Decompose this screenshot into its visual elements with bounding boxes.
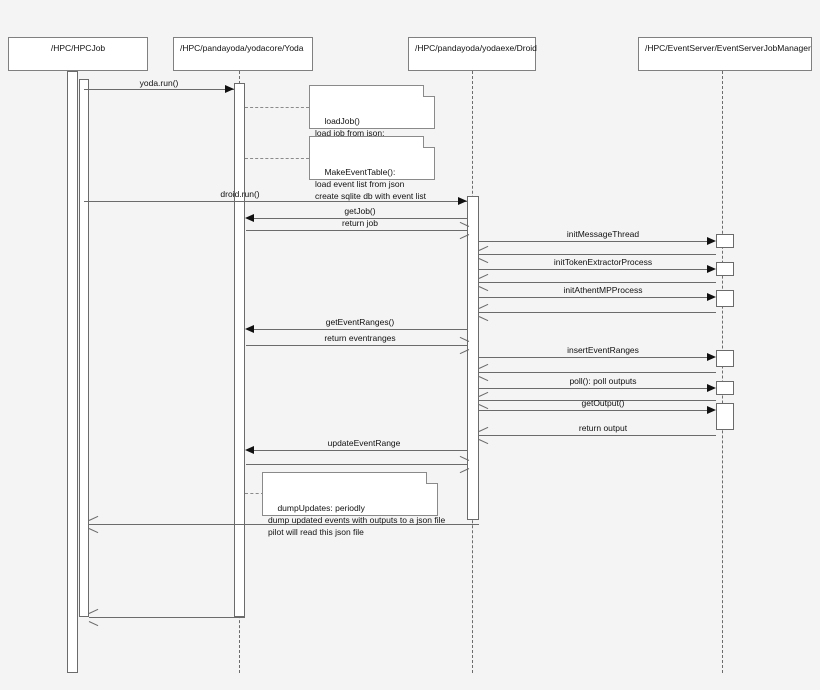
message-line-droid-return-hpcjob	[89, 524, 479, 525]
lifeline-head-droid[interactable]: /HPC/pandayoda/yodaexe/Droid	[408, 37, 537, 71]
message-label-return-output: return output	[578, 423, 628, 433]
message-label-getoutput: getOutput()	[581, 398, 625, 408]
note-dogear-icon	[423, 136, 435, 148]
lifeline-head-hpcjob-label: /HPC/HPCJob	[50, 43, 106, 53]
arrow-head-return-output	[479, 431, 488, 440]
message-label-return-eventranges: return eventranges	[324, 333, 396, 343]
arrow-head-yoda-run	[225, 84, 234, 93]
message-label-inittokenextractorprocess: initTokenExtractorProcess	[553, 257, 653, 267]
message-label-getjob: getJob()	[344, 206, 376, 216]
arrow-head-yoda-return-hpcjob	[89, 613, 98, 622]
lifeline-head-eventserver[interactable]: /HPC/EventServer/EventServerJobManager	[638, 37, 812, 71]
lifeline-head-yoda[interactable]: /HPC/pandayoda/yodacore/Yoda	[173, 37, 313, 71]
message-label-droid-run: droid.run()	[220, 189, 260, 199]
activation-hpcjob	[67, 71, 78, 673]
arrow-head-return-job	[459, 226, 468, 235]
note-anchor-loadjob	[245, 107, 309, 108]
arrow-head-geteventranges	[245, 324, 254, 333]
note-anchor-makeeventtable	[245, 158, 309, 159]
message-line-droid-run	[84, 201, 467, 202]
arrow-head-updateeventrange	[245, 445, 254, 454]
message-line-getoutput	[479, 410, 707, 411]
message-label-geteventranges: getEventRanges()	[325, 317, 395, 327]
arrow-head-inittokenextractorprocess-return	[479, 278, 488, 287]
message-line-poll-return	[479, 400, 716, 401]
message-line-yoda-return-hpcjob	[89, 617, 245, 618]
arrow-head-inittokenextractorprocess	[707, 264, 716, 273]
arrow-head-droid-run	[458, 196, 467, 205]
message-line-inittokenextractorprocess-return	[479, 282, 716, 283]
activation-droid	[467, 196, 479, 520]
message-line-inserteventranges-return	[479, 372, 716, 373]
arrow-head-poll	[707, 383, 716, 392]
message-line-return-eventranges	[246, 345, 467, 346]
activation-eventserver-5	[716, 381, 734, 395]
message-line-return-job	[246, 230, 467, 231]
arrow-head-droid-return-hpcjob	[89, 520, 98, 529]
lifeline-head-eventserver-label: /HPC/EventServer/EventServerJobManager	[645, 43, 811, 53]
message-line-updateeventrange-return	[246, 464, 467, 465]
message-line-initathentmpprocess-return	[479, 312, 716, 313]
arrow-head-initmessagethread-return	[479, 250, 488, 259]
lifeline-head-hpcjob[interactable]: /HPC/HPCJob	[8, 37, 148, 71]
arrow-head-return-eventranges	[459, 341, 468, 350]
activation-eventserver-4	[716, 350, 734, 367]
note-makeeventtable: MakeEventTable(): load event list from j…	[309, 136, 435, 201]
message-line-return-output	[479, 435, 716, 436]
activation-eventserver-3	[716, 290, 734, 307]
note-dumpupdates: dumpUpdates: periodly dump updated event…	[262, 472, 445, 537]
activation-yoda	[234, 83, 245, 617]
message-label-updateeventrange: updateEventRange	[327, 438, 401, 448]
arrow-head-inserteventranges	[707, 352, 716, 361]
lifeline-head-droid-label: /HPC/pandayoda/yodaexe/Droid	[415, 43, 537, 53]
activation-eventserver-2	[716, 262, 734, 276]
message-line-inittokenextractorprocess	[479, 269, 707, 270]
message-line-yoda-run	[84, 89, 234, 90]
message-label-yoda-run: yoda.run()	[139, 78, 179, 88]
message-label-return-job: return job	[342, 218, 378, 228]
note-loadjob: loadJob() load job from json:	[309, 85, 435, 138]
lifeline-eventserver	[722, 71, 723, 673]
message-line-poll	[479, 388, 707, 389]
arrow-head-updateeventrange-return	[459, 460, 468, 469]
activation-eventserver-6	[716, 403, 734, 430]
message-line-initmessagethread	[479, 241, 707, 242]
arrow-head-initathentmpprocess	[707, 292, 716, 301]
message-line-geteventranges	[252, 329, 467, 330]
arrow-head-poll-return	[479, 396, 488, 405]
note-loadjob-text: loadJob() load job from json:	[315, 115, 385, 138]
arrow-head-inserteventranges-return	[479, 368, 488, 377]
note-dogear-icon	[426, 472, 438, 484]
message-label-initathentmpprocess: initAthentMPProcess	[563, 285, 643, 295]
message-line-updateeventrange	[252, 450, 467, 451]
message-label-poll: poll(): poll outputs	[569, 376, 637, 386]
note-dumpupdates-text: dumpUpdates: periodly dump updated event…	[268, 502, 446, 538]
activation-eventserver-1	[716, 234, 734, 248]
message-line-initathentmpprocess	[479, 297, 707, 298]
message-line-getjob	[252, 218, 467, 219]
message-label-initmessagethread: initMessageThread	[566, 229, 640, 239]
arrow-head-initathentmpprocess-return	[479, 308, 488, 317]
note-dogear-icon	[423, 85, 435, 97]
note-anchor-dumpupdates	[245, 493, 264, 494]
message-label-inserteventranges: insertEventRanges	[567, 345, 639, 355]
message-line-inserteventranges	[479, 357, 707, 358]
message-line-initmessagethread-return	[479, 254, 716, 255]
activation-hpcjob-call	[79, 79, 89, 617]
arrow-head-getoutput	[707, 405, 716, 414]
arrow-head-initmessagethread	[707, 236, 716, 245]
lifeline-head-yoda-label: /HPC/pandayoda/yodacore/Yoda	[180, 43, 304, 53]
arrow-head-getjob	[245, 213, 254, 222]
note-makeeventtable-text: MakeEventTable(): load event list from j…	[315, 166, 427, 202]
